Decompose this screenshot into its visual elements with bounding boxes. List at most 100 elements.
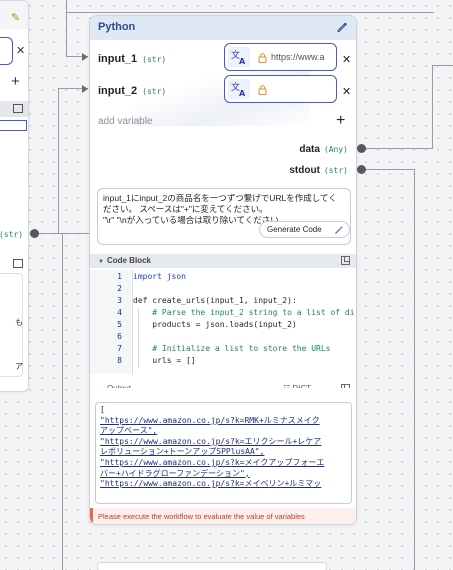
prompt-line: input_1にinput_2の商品名を一つずつ繋げでURLを作成してく (103, 193, 337, 203)
line-number: 6 (117, 332, 122, 341)
connector-wire (66, 0, 67, 12)
svg-text:文: 文 (231, 81, 240, 93)
left-node-output-port[interactable] (30, 229, 39, 238)
connector-wire (66, 12, 434, 13)
indent-guide (138, 356, 139, 368)
indent-guide (138, 332, 139, 344)
input-1-type: (str) (142, 55, 167, 64)
input-1-value: https://www.a (271, 52, 325, 62)
output-line: レボリューション+トーンアップSPPlusAA", (100, 447, 265, 457)
line-number: 8 (117, 356, 122, 365)
input-2-value-field[interactable]: 文 A (224, 75, 337, 103)
input-2-arrow-icon (82, 85, 88, 93)
expand-icon[interactable] (341, 256, 350, 265)
output-line: "https://www.amazon.co.jp/s?k=RMK+ルミナスメイ… (100, 415, 320, 425)
svg-text:A: A (239, 57, 246, 66)
code-line: 8 urls = [] (90, 356, 356, 368)
add-variable-label[interactable]: add variable (98, 116, 153, 127)
connector-wire (360, 148, 432, 149)
next-node-stub (97, 562, 327, 570)
close-icon[interactable]: ✕ (16, 45, 26, 57)
code-text: # Initialize a list to store the URLs (133, 344, 331, 353)
code-text: products = json.loads(input_2) (133, 320, 297, 329)
code-line: 5 products = json.loads(input_2) (90, 320, 356, 332)
stdout-output-port[interactable] (357, 165, 366, 174)
lock-icon (258, 85, 267, 95)
code-line: 1 import json (90, 272, 356, 284)
lock-icon (258, 53, 267, 63)
output-line: アップベース", (100, 426, 158, 436)
left-node-header (0, 1, 28, 29)
add-variable-button[interactable]: + (336, 112, 346, 129)
magic-wand-icon (335, 225, 344, 234)
output-stdout-label: stdout(str) (289, 165, 348, 176)
output-line: "https://www.amazon.co.jp/s?k=エリクシール+レケア (100, 436, 322, 446)
input-1-value-field[interactable]: 文 A https://www.a (224, 43, 337, 71)
svg-text:文: 文 (231, 49, 240, 61)
output-line: "https://www.amazon.co.jp/s?k=メイクアップフォーエ (100, 457, 325, 467)
output-viewer[interactable]: [ "https://www.amazon.co.jp/s?k=RMK+ルミナス… (95, 402, 352, 504)
output-line: バー+ハイドラグローファンデーション", (100, 468, 250, 478)
expand-icon[interactable] (13, 259, 23, 268)
output-stdout-name: stdout (289, 165, 320, 176)
line-number-gutter (90, 270, 131, 374)
left-node-output-box (0, 273, 23, 377)
code-text: def create_urls(input_1, input_2): (133, 296, 297, 305)
input-1-label: input_1(str) (98, 53, 166, 65)
line-number: 2 (117, 284, 122, 293)
input-2-name: input_2 (98, 85, 138, 97)
remove-input-2-button[interactable]: ✕ (342, 86, 352, 98)
pencil-icon[interactable]: ✎ (11, 12, 21, 24)
connector-wire (432, 65, 433, 149)
generate-code-label: Generate Code (267, 225, 322, 234)
code-text: import json (133, 272, 186, 281)
left-node-text: ア (15, 362, 23, 371)
gutter-divider (132, 270, 133, 374)
input-2-type: (str) (142, 87, 167, 96)
code-block-title: ▼Code Block (98, 256, 151, 265)
connector-wire (432, 65, 453, 66)
left-node-type-tag: (str) (0, 230, 24, 239)
code-editor[interactable]: 1 import json 2 3 def create_urls(input_1,… (90, 270, 356, 374)
code-text: urls = [] (133, 356, 196, 365)
output-data-label: data(Any) (299, 144, 348, 155)
line-number: 1 (117, 272, 122, 281)
translate-icon[interactable]: 文 A (228, 47, 250, 67)
generate-code-button[interactable]: Generate Code (259, 221, 350, 238)
connector-wire (58, 88, 88, 89)
translate-icon[interactable]: 文 A (228, 79, 250, 99)
output-panel: [ "https://www.amazon.co.jp/s?k=RMK+ルミナス… (90, 388, 356, 508)
connector-wire (62, 233, 63, 570)
expand-icon[interactable] (13, 104, 23, 113)
left-node-selected-field[interactable] (0, 120, 27, 131)
warning-text: Please execute the workflow to evaluate … (98, 512, 305, 521)
indent-guide (138, 344, 139, 356)
data-output-port[interactable] (357, 144, 366, 153)
code-block-header[interactable]: ▼Code Block (90, 254, 356, 268)
indent-guide (138, 320, 139, 332)
output-stdout-type: (str) (323, 166, 348, 175)
node-title: Python (98, 21, 136, 33)
output-line: [ (100, 405, 105, 414)
left-node: ✎ ✕ + (str) も ア (0, 0, 29, 392)
input-1-arrow-icon (82, 53, 88, 61)
left-node-input-field[interactable] (0, 37, 13, 65)
add-icon[interactable]: + (11, 73, 20, 90)
code-block-title-text: Code Block (106, 256, 151, 265)
output-data-type: (Any) (323, 145, 348, 154)
prompt-line: "\r" "\nが入っている場合は取り除いてください (103, 215, 279, 225)
left-node-text: も (15, 318, 23, 327)
prompt-line: ださい。 スペースは"+"に変えてください。 (103, 204, 268, 214)
python-node: Python input_1(str) 文 A https://www.a ✕ … (89, 15, 357, 525)
code-line: 3 def create_urls(input_1, input_2): (90, 296, 356, 308)
indent-guide (138, 308, 139, 320)
output-line: "https://www.amazon.co.jp/s?k=メイベリン+ルミマッ (100, 479, 322, 489)
line-number: 7 (117, 344, 122, 353)
svg-text:A: A (239, 89, 246, 98)
line-number: 4 (117, 308, 122, 317)
remove-input-1-button[interactable]: ✕ (342, 54, 352, 66)
code-line: 6 (90, 332, 356, 344)
output-data-name: data (299, 144, 320, 155)
pencil-icon[interactable] (336, 21, 348, 33)
line-number: 3 (117, 296, 122, 305)
